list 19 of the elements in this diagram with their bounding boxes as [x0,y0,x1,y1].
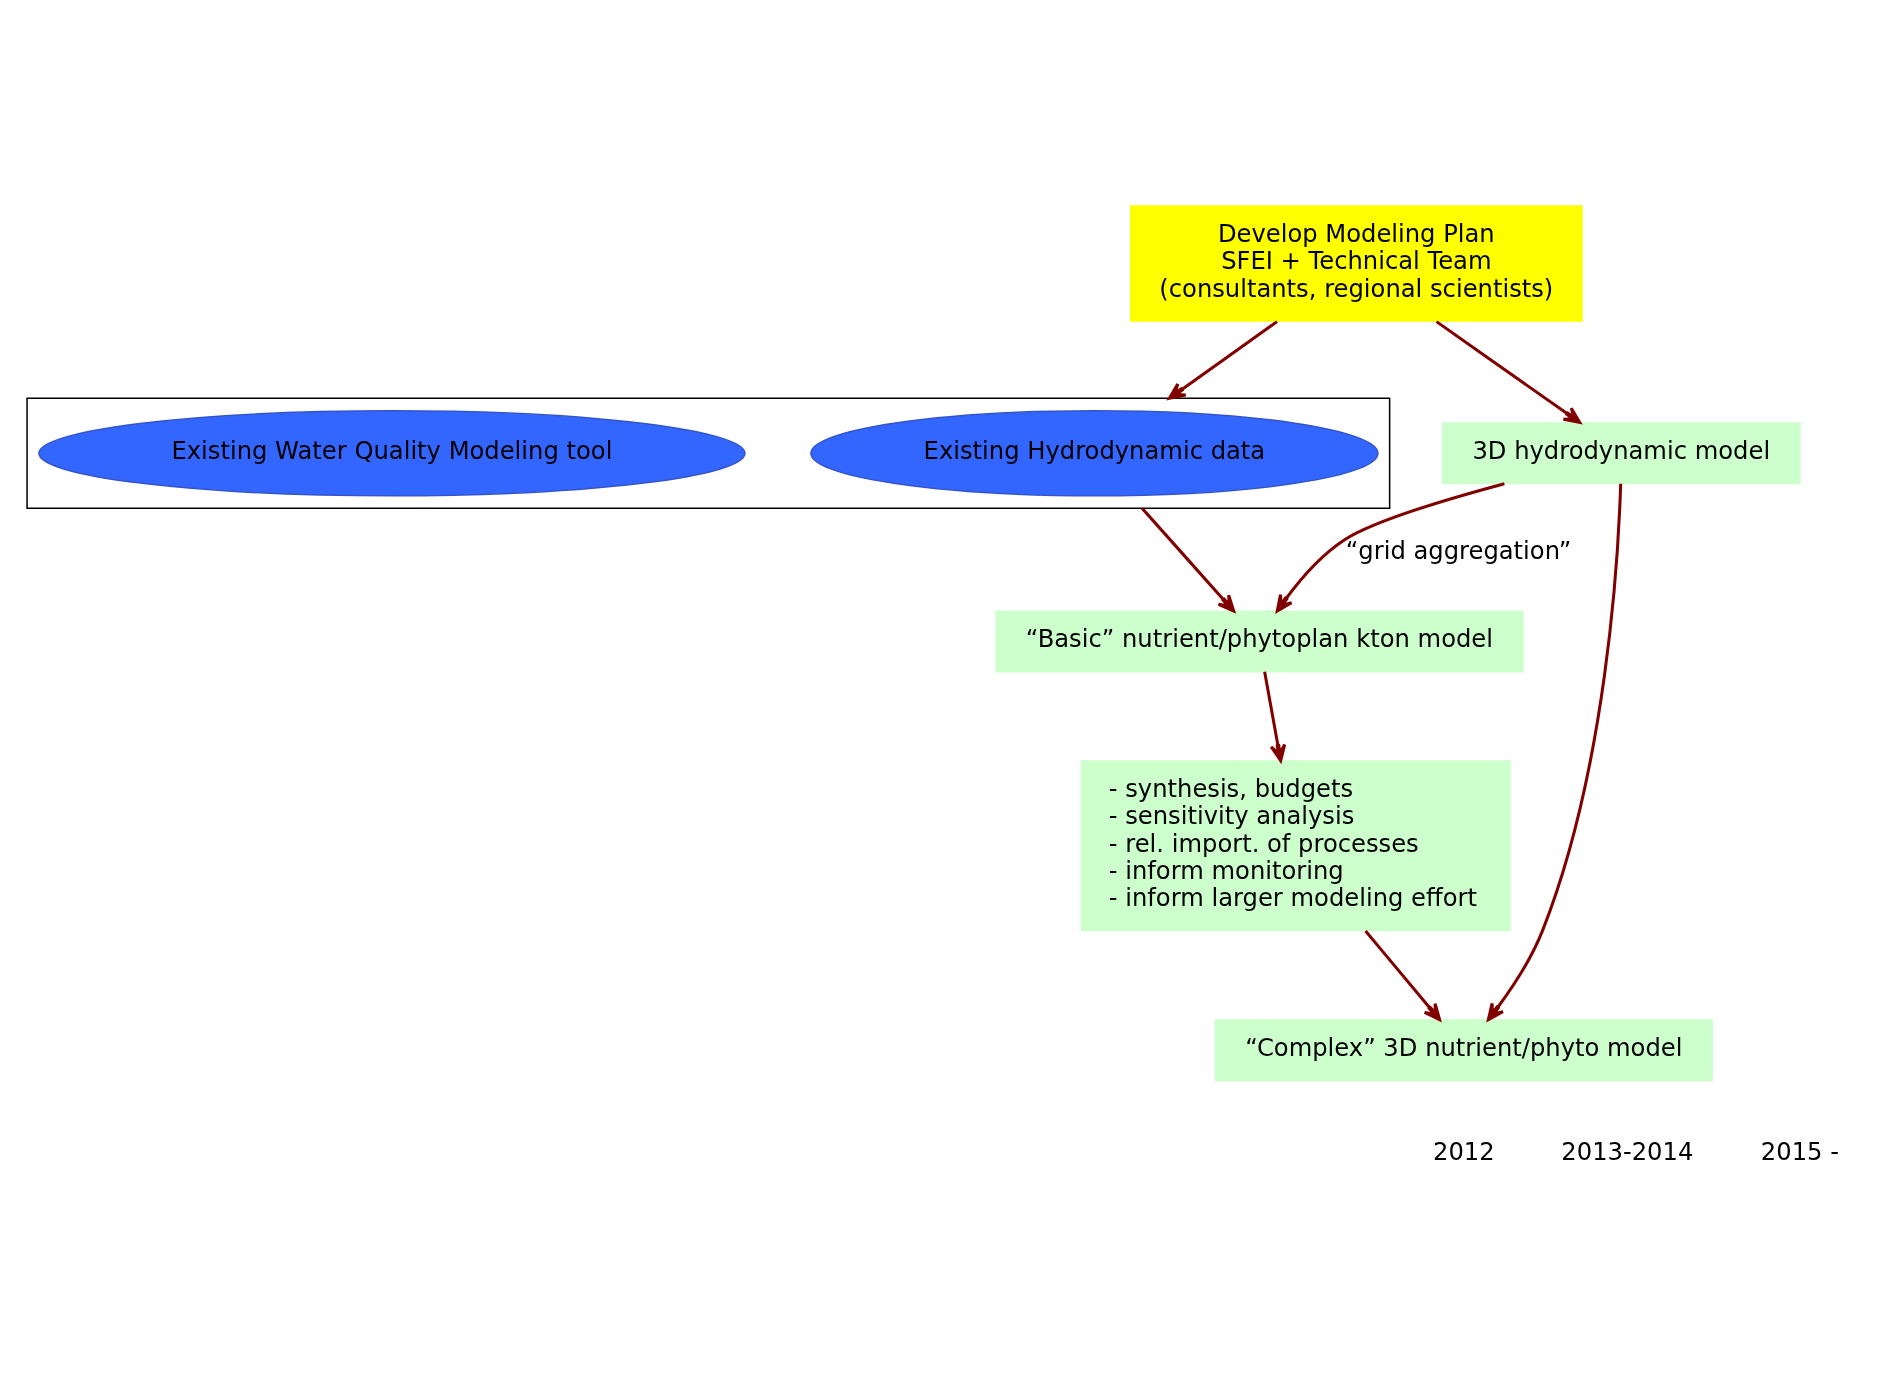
node-ellipse: Existing Hydrodynamic data [810,409,1379,497]
label: 2015 - [1760,1137,1839,1166]
cluster [26,397,1391,509]
node-ellipse: Existing Water Quality Modeling tool [38,409,746,497]
node-box: 3D hydrodynamic model [1441,421,1801,484]
arrow [1435,319,1582,424]
arrow [1486,483,1623,1021]
arrow [1140,506,1236,613]
arrow [1263,671,1287,762]
label: 2012 [1433,1137,1495,1166]
label: 2013-2014 [1561,1137,1694,1166]
node-box: Develop Modeling Plan SFEI + Technical Team (consultants, regional scientists) [1130,204,1583,322]
arrow [1167,319,1278,400]
edge-label: “grid aggregation” [1345,536,1572,565]
node-box: “Basic” nutrient/phytoplan kton model [995,609,1524,672]
arrow [1275,481,1505,613]
node-box: - synthesis, budgets - sensitivity analysis - rel. import. of processes - inform monitoring - inform larger modeling effort [1080,759,1511,931]
arrow [1364,929,1442,1021]
node-box: “Complex” 3D nutrient/phyto model [1214,1018,1713,1081]
